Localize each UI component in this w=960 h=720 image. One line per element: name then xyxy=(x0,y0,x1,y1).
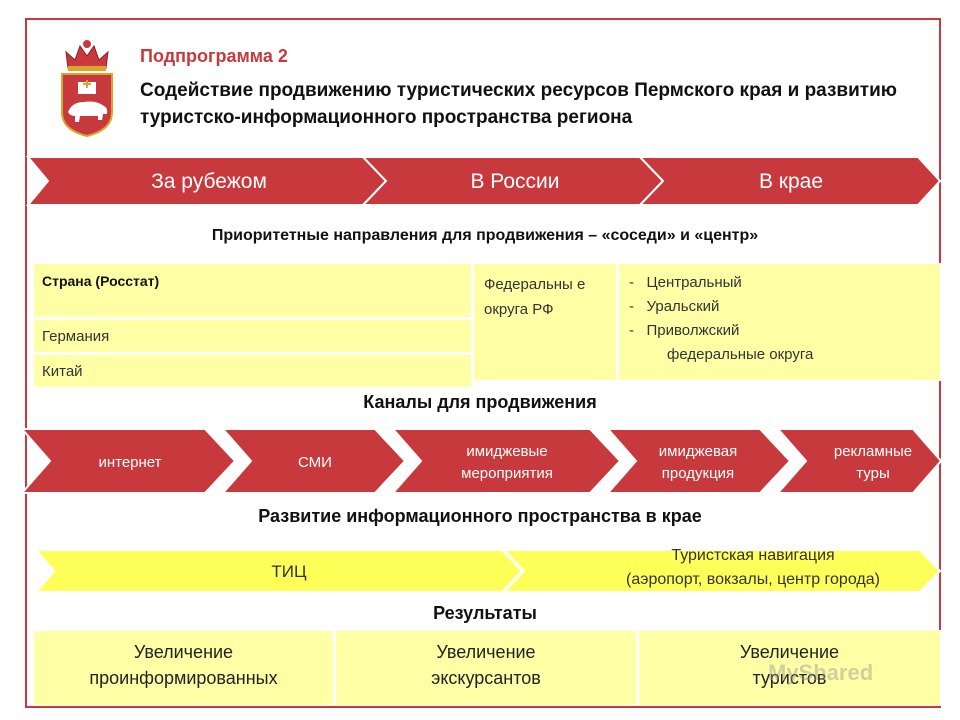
development-heading: Развитие информационного пространства в … xyxy=(258,506,702,526)
federal-districts-cell: Федеральны е округа РФ xyxy=(473,263,617,381)
result-tourists-line2: туристов xyxy=(752,668,827,688)
list-item: - Центральный xyxy=(629,274,742,291)
channel-ad-tours: рекламные туры xyxy=(775,428,943,494)
district-ural: Уральский xyxy=(646,298,720,315)
result-excursionists: Увеличение экскурсантов xyxy=(335,630,637,706)
districts-suffix: федеральные округа xyxy=(667,346,814,363)
directions-arrow-row: За рубежом В России В крае xyxy=(25,156,942,206)
arrow-russia-label: В России xyxy=(470,170,559,193)
channel-internet-label: интернет xyxy=(98,454,161,471)
arrow-navigation-line2: (аэропорт, вокзалы, центр города) xyxy=(626,571,880,588)
channel-image-products-line2: продукция xyxy=(662,465,734,482)
channels-arrow-row: интернет СМИ имиджевые мероприятия имидж… xyxy=(19,428,943,494)
districts-list-cell: - Центральный - Уральский - Приволжский … xyxy=(618,263,941,381)
result-informed-line1: Увеличение xyxy=(133,642,234,662)
development-arrow-row: ТИЦ Туристская навигация (аэропорт, вокз… xyxy=(33,547,942,593)
arrow-tic: ТИЦ xyxy=(33,549,524,593)
district-volga: Приволжский xyxy=(646,322,740,339)
channel-media: СМИ xyxy=(220,428,407,494)
channel-image-products: имиджевая продукция xyxy=(605,428,792,494)
results-heading: Результаты xyxy=(433,603,537,623)
result-tourists: Увеличение туристов xyxy=(638,630,941,706)
country-header-label: Страна (Росстат) xyxy=(42,273,160,289)
arrow-abroad: За рубежом xyxy=(25,156,388,206)
page-title: Содействие продвижению туристических рес… xyxy=(140,80,897,128)
arrow-navigation-line1: Туристская навигация xyxy=(671,547,834,564)
result-informed-line2: проинформированных xyxy=(89,668,278,688)
subprogram-label: Подпрограмма 2 xyxy=(140,46,288,66)
channel-ad-tours-line2: туры xyxy=(856,465,890,482)
channel-image-events-line2: мероприятия xyxy=(461,465,553,482)
channel-image-products-line1: имиджевая xyxy=(659,443,737,460)
result-informed: Увеличение проинформированных xyxy=(33,630,334,706)
perm-krai-emblem xyxy=(61,40,113,138)
priority-heading: Приоритетные направления для продвижения… xyxy=(211,227,759,244)
country-header-cell: Страна (Росстат) xyxy=(33,263,472,318)
districts-list: - Центральный - Уральский - Приволжский … xyxy=(629,271,813,367)
arrow-navigation: Туристская навигация (аэропорт, вокзалы,… xyxy=(501,547,942,593)
arrow-region-label: В крае xyxy=(759,170,823,193)
country-germany: Германия xyxy=(42,328,110,345)
country-row: Германия xyxy=(33,319,472,353)
country-china: Китай xyxy=(42,363,83,380)
federal-districts-label: Федеральны е округа РФ xyxy=(484,276,586,318)
channels-heading: Каналы для продвижения xyxy=(363,392,597,412)
watermark: MyShared xyxy=(768,660,874,685)
list-item: - Приволжский xyxy=(629,322,740,339)
arrow-russia: В России xyxy=(360,156,665,206)
result-tourists-line1: Увеличение xyxy=(739,642,840,662)
arrow-abroad-label: За рубежом xyxy=(151,170,267,193)
channel-image-events-line1: имиджевые xyxy=(466,443,547,460)
channel-media-label: СМИ xyxy=(298,454,332,471)
list-item: - Уральский xyxy=(629,298,720,315)
list-item: федеральные округа xyxy=(629,343,813,367)
result-excursionists-line1: Увеличение xyxy=(436,642,536,662)
result-excursionists-line2: экскурсантов xyxy=(431,668,541,688)
arrow-region: В крае xyxy=(637,156,942,206)
district-central: Центральный xyxy=(646,274,742,291)
country-row: Китай xyxy=(33,354,472,388)
channel-internet: интернет xyxy=(19,428,237,494)
channel-ad-tours-line1: рекламные xyxy=(834,443,912,460)
channel-image-events: имиджевые мероприятия xyxy=(390,428,622,494)
arrow-tic-label: ТИЦ xyxy=(271,562,307,581)
